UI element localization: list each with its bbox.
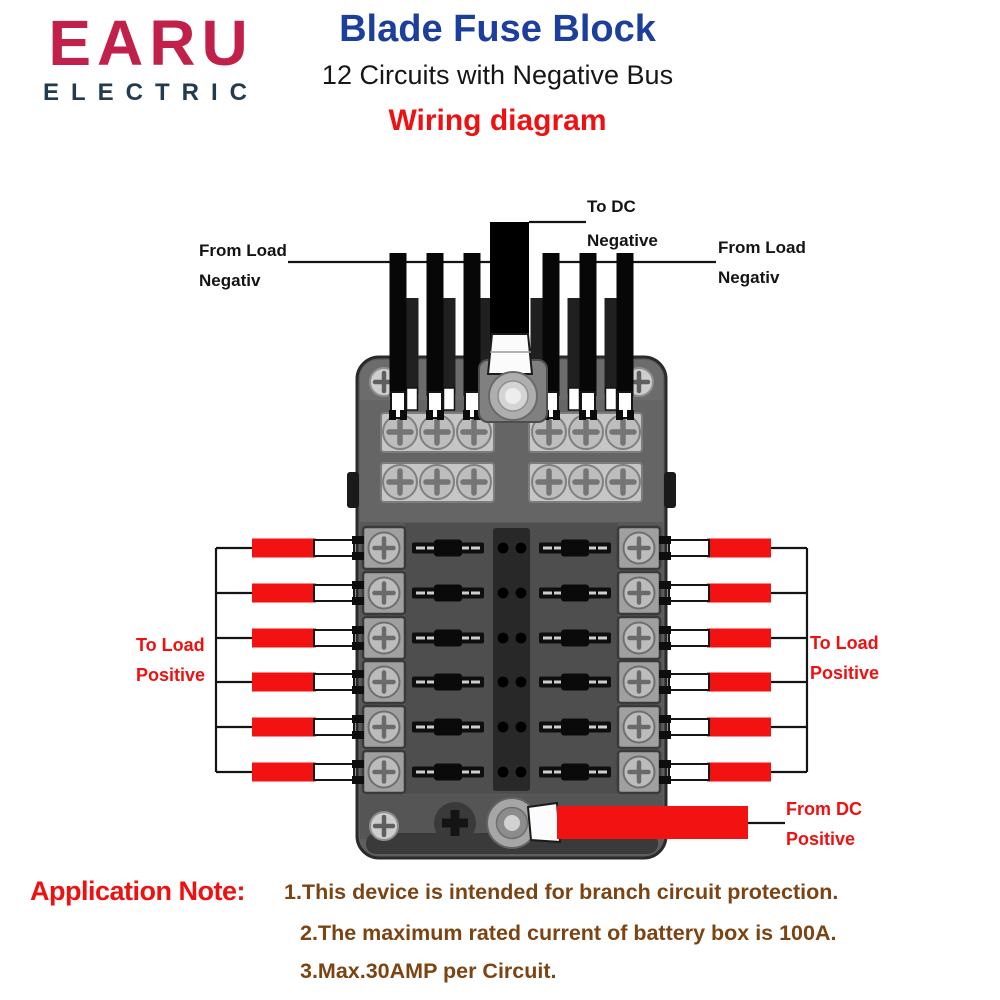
application-note-item: 3.Max.30AMP per Circuit.: [300, 959, 557, 983]
label-to-load-positive-right: To Load Positive: [810, 633, 880, 683]
page-subtitle: 12 Circuits with Negative Bus: [321, 59, 674, 90]
label-from-load-negativ-right: From Load Negativ: [718, 238, 806, 287]
application-note-label: Application Note:: [30, 876, 246, 906]
label-to-dc-negative: To DC Negative: [587, 197, 658, 250]
brand-subtitle: ELECTRIC: [43, 79, 259, 107]
label-from-dc-positive: From DC Positive: [786, 799, 862, 849]
page-title: Blade Fuse Block: [339, 8, 656, 50]
label-from-load-negativ-left: From Load Negativ: [199, 241, 287, 290]
application-note-item: 1.This device is intended for branch cir…: [284, 880, 839, 904]
application-note-item: 2.The maximum rated current of battery b…: [300, 921, 837, 945]
positive-mark: [434, 802, 476, 844]
label-to-load-positive-left: To Load Positive: [136, 635, 206, 685]
dc-positive-cable: [370, 797, 785, 849]
dc-negative-cable: [478, 222, 548, 423]
page-header: Blade Fuse Block 12 Circuits with Negati…: [255, 8, 740, 138]
diagram-heading: Wiring diagram: [388, 103, 607, 137]
brand-logo: EARU ELECTRIC: [28, 7, 274, 107]
brand-wordmark: EARU: [48, 7, 254, 79]
